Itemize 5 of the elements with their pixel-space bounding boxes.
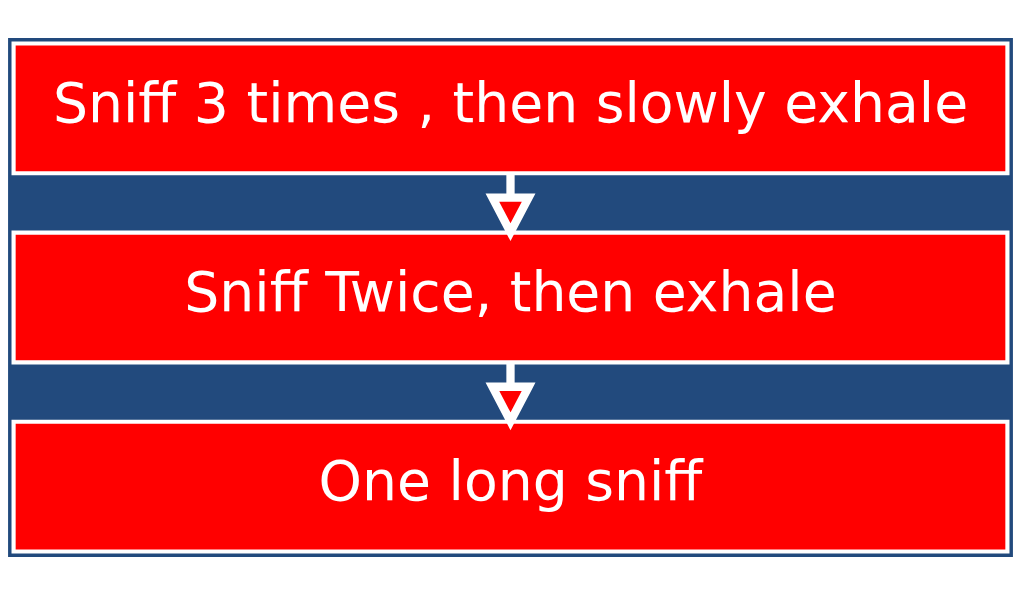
arrow [485, 362, 536, 430]
node-box: Sniff Twice, then exhale [11, 230, 1010, 364]
arrow [485, 172, 536, 241]
node-box: One long sniff [11, 419, 1010, 554]
node-box: Sniff 3 times , then slowly exhale [11, 40, 1010, 175]
